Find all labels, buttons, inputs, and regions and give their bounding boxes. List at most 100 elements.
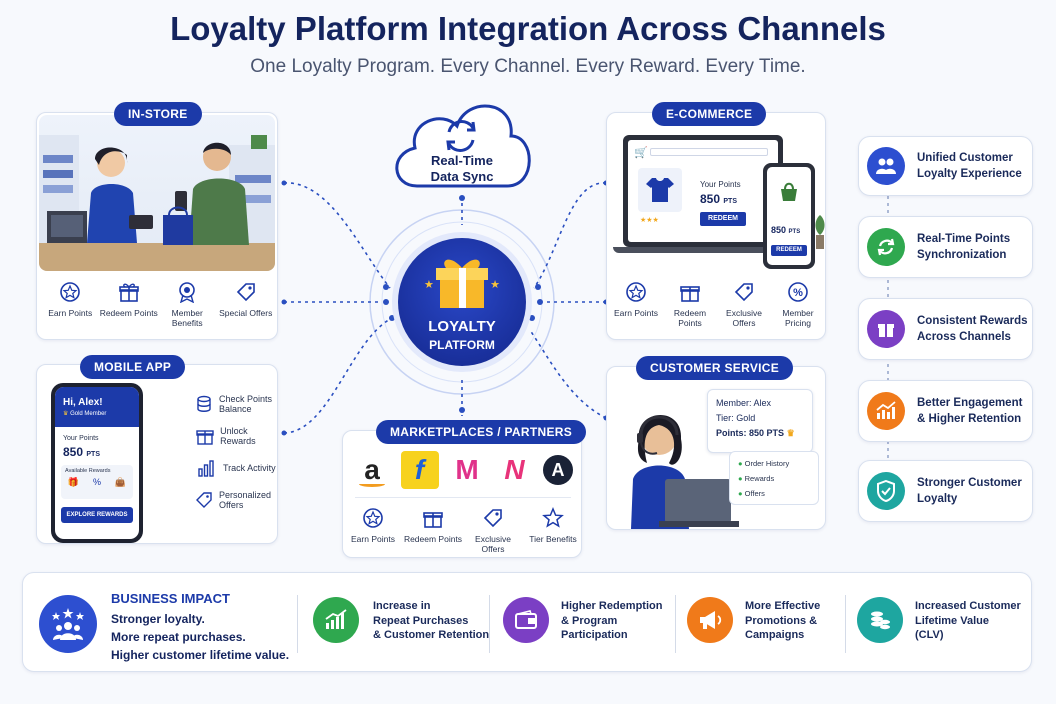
mobile-phone: Hi, Alex! ♛ Gold Member Your Points 850 … [51,383,143,543]
laptop-points-value: 850 [700,192,721,206]
feature-label: Exclusive Offers [475,534,511,554]
mobile-rewards-panel: Available Rewards 🎁% 👜 [61,465,133,499]
feature-label: Earn Points [614,308,658,318]
amazon-logo[interactable]: a [353,451,391,489]
sync-icon [867,228,905,266]
laptop-points: 850 PTS [700,192,737,206]
logo-letter: M [455,454,479,485]
mobile-points-unit: PTS [86,451,100,458]
mobile-feature-1[interactable]: Unlock Rewards [195,425,277,447]
mobile-reward-icons: 🎁% 👜 [61,477,133,488]
member-row: Member: Alex [716,396,804,411]
gift-icon[interactable]: 🎁 [67,477,80,487]
impact-item-line: Promotions & [745,614,818,627]
ecommerce-title: E-COMMERCE [652,102,767,126]
ajio-logo[interactable]: A [543,455,573,485]
mobile-feature-2[interactable]: Track Activity [195,457,276,479]
feature-label: Personalized Offers [219,490,272,510]
coins-stack-icon [857,597,903,643]
in-store-feature-0[interactable]: Earn Points [41,279,100,328]
ecommerce-feature-3[interactable]: % Member Pricing [771,279,825,328]
benefit-line-1: Consistent Rewards [917,315,1028,327]
feature-label: Exclusive Offers [726,308,762,328]
marketplace-feature-0[interactable]: Earn Points [343,505,403,554]
marketplace-feature-1[interactable]: Redeem Points [403,505,463,554]
ecommerce-feature-2[interactable]: Exclusive Offers [717,279,771,328]
check-circle-icon: ● [738,489,743,498]
mobile-points-label: Your Points [63,435,99,442]
marketplace-feature-2[interactable]: Exclusive Offers [463,505,523,554]
sync-label: Real-Time Data Sync [410,153,514,185]
feature-label: Redeem Points [673,308,707,328]
in-store-scene [39,115,275,271]
tier-row: Tier: Gold [716,411,804,426]
impact-line: Stronger loyalty. [111,612,205,626]
in-store-feature-3[interactable]: Special Offers [217,279,276,328]
in-store-feature-2[interactable]: Member Benefits [158,279,217,328]
cloud-sync-icon [395,104,531,188]
mobile-phone-screen: Hi, Alex! ♛ Gold Member Your Points 850 … [55,387,139,539]
mobile-app-header: Hi, Alex! ♛ Gold Member [55,387,139,427]
feature-label: Check Points Balance [219,394,273,414]
laptop: 🛒 ★★★ Your Points 850 PTS REDEEM [623,135,783,247]
myntra-logo[interactable]: M [448,451,486,489]
mobile-rewards-label: Available Rewards [65,468,111,474]
mobile-feature-0[interactable]: Check Points Balance [195,393,277,415]
team-stars-icon [39,595,97,653]
marketplaces-title: MARKETPLACES / PARTNERS [376,420,587,444]
tshirt-icon [638,168,682,212]
star-icon: ★ [424,279,434,291]
member-label: Member: [716,398,752,408]
points-label: Points: [716,428,747,438]
gift-icon [195,425,214,447]
nykaa-logo[interactable]: N [496,451,534,489]
feature-label: Tier Benefits [529,534,577,544]
cart-icon: 🛒 [634,147,648,159]
phone-points-value: 850 [771,225,787,235]
marketplace-feature-3[interactable]: Tier Benefits [523,505,583,554]
flipkart-logo[interactable]: f [400,451,439,489]
impact-item-line: & Program [561,614,618,627]
star-badge-icon [57,279,83,305]
sync-label-line-2: Data Sync [430,169,494,184]
mobile-points-value: 850 [63,445,84,459]
hub-stars: ★★ [424,278,500,291]
percent-icon[interactable]: % [92,477,101,487]
laptop-points-label: Your Points [700,180,741,189]
ecommerce-feature-0[interactable]: Earn Points [609,279,663,328]
loyalty-platform-hub[interactable]: ★★ LOYALTY PLATFORM [398,238,526,366]
ecommerce-feature-1[interactable]: Redeem Points [663,279,717,328]
feature-label: Redeem Points [99,308,158,318]
laptop-redeem-button[interactable]: REDEEM [700,212,746,226]
check-item: ● Rewards [738,471,810,486]
hub-label: LOYALTY PLATFORM [398,318,526,354]
logo-letter: a [364,454,380,485]
business-impact-panel: BUSINESS IMPACT Stronger loyalty. More r… [22,572,1032,672]
gift-box-icon [436,259,488,308]
star-badge-icon [623,279,649,305]
impact-item-line: Increase in [373,600,431,612]
tag-icon [480,505,506,531]
bag-icon[interactable]: 👜 [114,477,127,487]
member-info-panel: Member: Alex Tier: Gold Points: 850 PTS … [707,389,813,453]
tier-value: Gold [736,413,756,423]
users-icon [867,147,905,185]
member-value: Alex [753,398,772,408]
phone-redeem-button[interactable]: REDEEM [771,245,807,256]
explore-rewards-button[interactable]: EXPLORE REWARDS [61,507,133,523]
benefit-engagement-retention: Better Engagement& Higher Retention [858,380,1033,442]
marketplaces-divider [355,497,571,498]
benefit-line-2: Synchronization [917,249,1007,261]
mobile-greeting: Hi, Alex! [63,397,103,408]
feature-label: Unlock Rewards [220,426,256,446]
impact-divider [675,595,676,653]
impact-line: More repeat purchases. [111,630,246,644]
in-store-feature-1[interactable]: Redeem Points [100,279,159,328]
mobile-feature-3[interactable]: Personalized Offers [195,489,277,511]
